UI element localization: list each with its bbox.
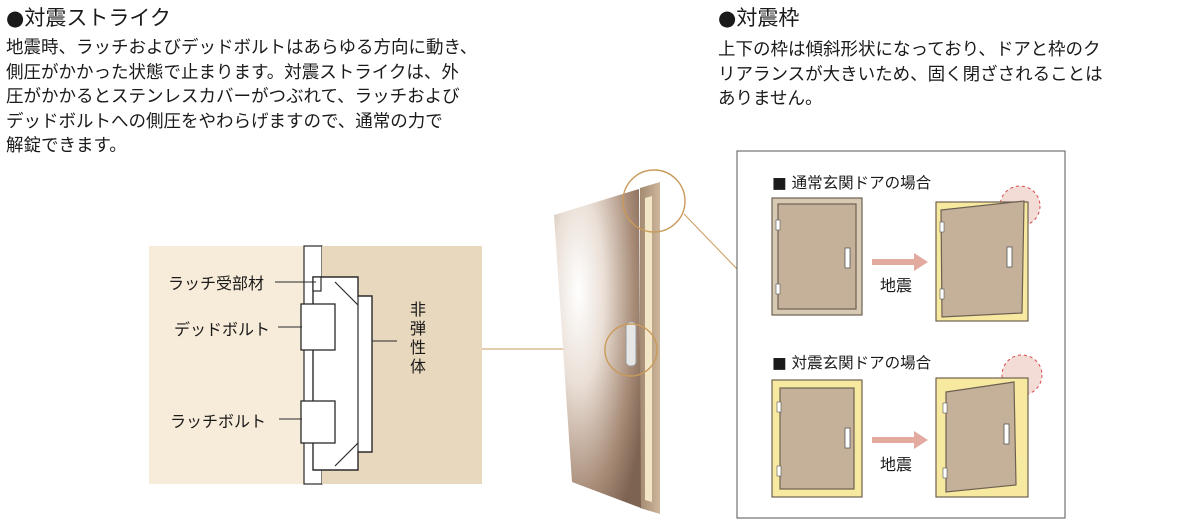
strike-cross-section	[149, 245, 482, 485]
latch-bolt-label: ラッチボルト	[170, 412, 267, 431]
door-handle-mini	[844, 427, 851, 449]
normal-door-title: ■ 通常玄関ドアの場合	[772, 174, 932, 192]
hinge-mini	[776, 465, 782, 477]
latch-receiver-label: ラッチ受部材	[168, 274, 265, 293]
vertical-char: 弾	[409, 319, 426, 338]
deadbolt-shape	[300, 303, 336, 351]
normal-door-before	[771, 197, 863, 316]
door-leaf	[940, 200, 1025, 318]
callout-line	[683, 213, 739, 271]
strike-description-line: 側圧がかかった状態で止まります。対震ストライクは、外	[6, 62, 459, 83]
frame-callout-circle	[622, 169, 686, 233]
hinge-mini	[776, 401, 782, 413]
door-leaf	[779, 387, 855, 490]
vertical-char: 非	[409, 300, 426, 319]
frame-heading: ●対震枠	[718, 6, 800, 30]
wall-area	[149, 246, 309, 484]
deadbolt-label: デッドボルト	[174, 320, 271, 339]
seismic-door-before	[771, 379, 863, 498]
seismic-door-after	[935, 354, 1043, 498]
latch-bolt-shape	[300, 400, 336, 444]
earthquake-label: 地震	[880, 455, 913, 474]
door-handle	[625, 321, 637, 367]
quake-arrow	[872, 431, 928, 449]
handle-callout-circle	[604, 323, 658, 377]
frame-description-line: リアランスが大きいため、固く閉ざされることは	[718, 64, 1103, 85]
door-panel	[554, 189, 641, 508]
latch-receiver-shape	[312, 276, 322, 292]
normal-door-after	[935, 185, 1041, 322]
door-handle-mini	[844, 247, 851, 269]
hinge-mini	[939, 288, 945, 300]
seismic-door-title: ■ 対震玄関ドアの場合	[772, 354, 932, 372]
hinge-mini	[942, 467, 948, 479]
open-door-illustration	[554, 169, 739, 514]
stainless-cover-line	[334, 281, 359, 467]
hinge-mini	[775, 219, 781, 231]
hinge-mini	[939, 221, 945, 233]
strike-description-line: 地震時、ラッチおよびデッドボルトはあらゆる方向に動き、	[6, 38, 478, 58]
hinge-mini	[775, 283, 781, 295]
non-elastic-body-label: 非 弾 性 体	[408, 300, 428, 376]
strike-description-line: 解錠できます。	[6, 136, 127, 156]
vertical-char: 性	[409, 338, 426, 357]
strike-heading: ●対震ストライク	[6, 6, 171, 30]
door-handle-mini	[1006, 246, 1013, 268]
door-handle-mini	[1003, 423, 1010, 445]
frame-description: 上下の枠は傾斜形状になっており、ドアと枠のク リアランスが大きいため、固く閉ざさ…	[718, 38, 1103, 112]
frame-description-line: 上下の枠は傾斜形状になっており、ドアと枠のク	[718, 40, 1101, 60]
earthquake-label: 地震	[880, 276, 913, 295]
strike-description: 地震時、ラッチおよびデッドボルトはあらゆる方向に動き、 側圧がかかった状態で止ま…	[6, 36, 477, 159]
hinge-mini	[942, 402, 948, 414]
vertical-char: 体	[409, 357, 426, 376]
door-leaf	[945, 381, 1017, 493]
door-frame-gap	[645, 196, 652, 502]
door-leaf	[777, 203, 857, 310]
strike-description-line: デッドボルトへの側圧をやわらげますので、通常の力で	[6, 111, 443, 132]
strike-description-line: 圧がかかるとステンレスカバーがつぶれて、ラッチおよび	[6, 87, 460, 107]
frame-description-line: ありません。	[718, 89, 823, 109]
quake-arrow	[872, 253, 928, 271]
